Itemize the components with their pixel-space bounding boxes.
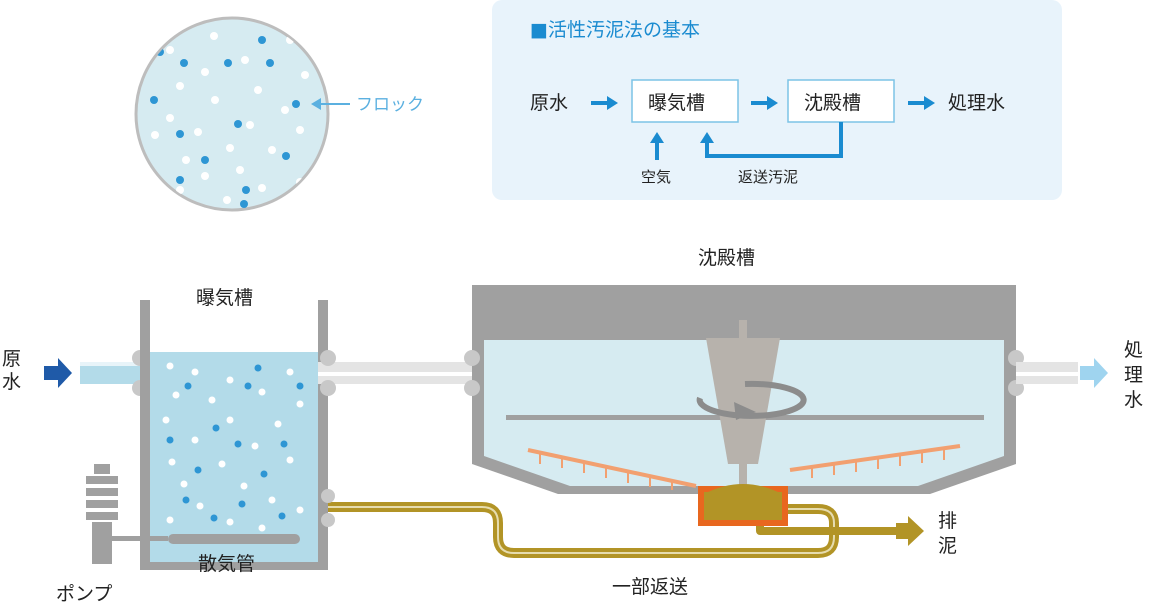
sludge-discharge-label-1: 排 — [938, 510, 957, 532]
aeration-tank — [140, 300, 328, 570]
flow-arrow-icon — [591, 96, 618, 110]
pump — [86, 464, 168, 564]
diffuser-pipe — [168, 534, 300, 544]
flow-arrow-icon — [751, 96, 778, 110]
inflow-arrow-icon — [44, 358, 72, 388]
return-sludge-pipe — [328, 502, 896, 558]
diffuser-label: 散気管 — [198, 553, 255, 575]
basics-panel: ■活性汚泥法の基本 原水 曝気槽 沈殿槽 処理水 空気 返送汚泥 — [492, 0, 1062, 200]
aeration-tank-label: 曝気槽 — [196, 287, 253, 309]
panel-title: ■活性汚泥法の基本 — [530, 19, 700, 41]
panel-return-sludge: 返送汚泥 — [738, 168, 798, 186]
floc-label: フロック — [356, 95, 424, 115]
panel-aeration-tank: 曝気槽 — [648, 92, 705, 114]
raw-water-label-2: 水 — [2, 371, 21, 393]
sludge-discharge-label-2: 泥 — [938, 535, 957, 557]
settling-tank — [464, 285, 1024, 526]
raw-water-label-1: 原 — [2, 348, 21, 370]
treated-water-label-2: 理 — [1124, 364, 1143, 386]
floc-inset: フロック — [134, 16, 424, 212]
return-arrow-icon — [700, 122, 843, 158]
discharge-arrow-icon — [896, 516, 924, 546]
inlet-pipe — [80, 362, 150, 384]
air-arrow-icon — [650, 132, 664, 160]
outflow-arrow-icon — [1080, 358, 1108, 388]
panel-settling-tank: 沈殿槽 — [804, 92, 861, 114]
flow-arrow-icon — [908, 96, 935, 110]
panel-raw-water: 原水 — [530, 92, 568, 114]
partial-return-label: 一部返送 — [612, 576, 688, 598]
panel-air: 空気 — [641, 168, 671, 186]
treated-water-label-3: 水 — [1124, 389, 1143, 411]
settling-tank-label: 沈殿槽 — [698, 247, 755, 269]
pump-label: ポンプ — [56, 583, 112, 605]
treated-water-label-1: 処 — [1124, 339, 1143, 361]
panel-treated-water: 処理水 — [948, 92, 1005, 114]
